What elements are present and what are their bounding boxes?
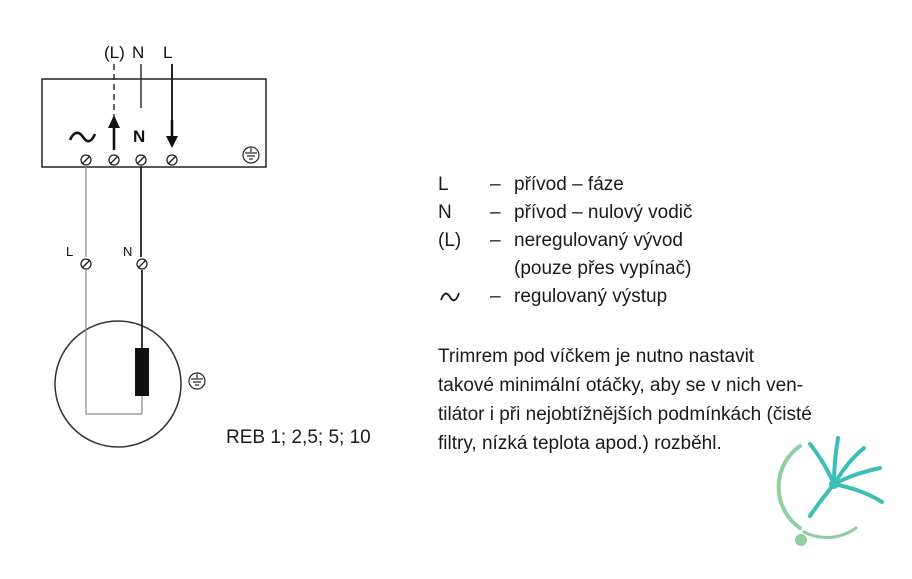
legend-dash: –	[490, 202, 501, 223]
ground-icon	[188, 372, 206, 390]
terminal-icon	[80, 154, 92, 166]
legend-row: L – přívod – fáze	[438, 171, 693, 199]
regulated-output-icon	[68, 131, 97, 143]
regulated-output-icon	[440, 292, 460, 302]
legend-symbol: N	[438, 202, 452, 223]
wiring-diagram: (L) N L N L N	[41, 43, 267, 448]
terminal-icon	[135, 154, 147, 166]
legend-text: přívod – fáze	[514, 174, 624, 195]
legend-text: přívod – nulový vodič	[514, 202, 693, 223]
label-n-box: N	[133, 127, 145, 146]
logo-icon	[776, 436, 884, 546]
motor-winding	[135, 348, 149, 396]
legend-row: (L) – neregulovaný vývod	[438, 227, 693, 255]
label-n-wire: N	[123, 244, 132, 259]
label-n-top: N	[132, 43, 144, 62]
terminal-icon	[80, 258, 92, 270]
terminal-icon	[108, 154, 120, 166]
legend: L – přívod – fáze N – přívod – nulový vo…	[438, 171, 693, 311]
legend-symbol: L	[438, 174, 449, 195]
label-l-wire: L	[66, 244, 73, 259]
legend-dash: –	[490, 174, 501, 195]
legend-row: N – přívod – nulový vodič	[438, 199, 693, 227]
legend-symbol: (L)	[438, 230, 462, 251]
controller-box	[41, 78, 267, 168]
legend-row: (pouze přes vypínač)	[438, 255, 693, 283]
legend-text: regulovaný výstup	[514, 286, 668, 307]
legend-dash-blank	[490, 255, 514, 283]
motor-circle	[54, 320, 182, 448]
legend-text: (pouze přes vypínač)	[514, 258, 692, 279]
legend-dash: –	[490, 286, 501, 307]
arrow-up-icon	[108, 115, 120, 150]
legend-text: neregulovaný vývod	[514, 230, 683, 251]
ground-icon	[242, 146, 260, 164]
model-label: REB 1; 2,5; 5; 10	[226, 427, 371, 448]
legend-symbol	[438, 255, 490, 283]
arrow-down-icon	[166, 120, 178, 148]
note-text: Trimrem pod víčkem je nutno nastavit tak…	[438, 346, 812, 454]
legend-symbol	[438, 283, 490, 311]
terminal-icon	[136, 258, 148, 270]
label-l-top: L	[163, 43, 172, 62]
legend-dash: –	[490, 230, 501, 251]
label-l-paren: (L)	[104, 43, 125, 62]
terminal-icon	[166, 154, 178, 166]
legend-row: – regulovaný výstup	[438, 283, 693, 311]
